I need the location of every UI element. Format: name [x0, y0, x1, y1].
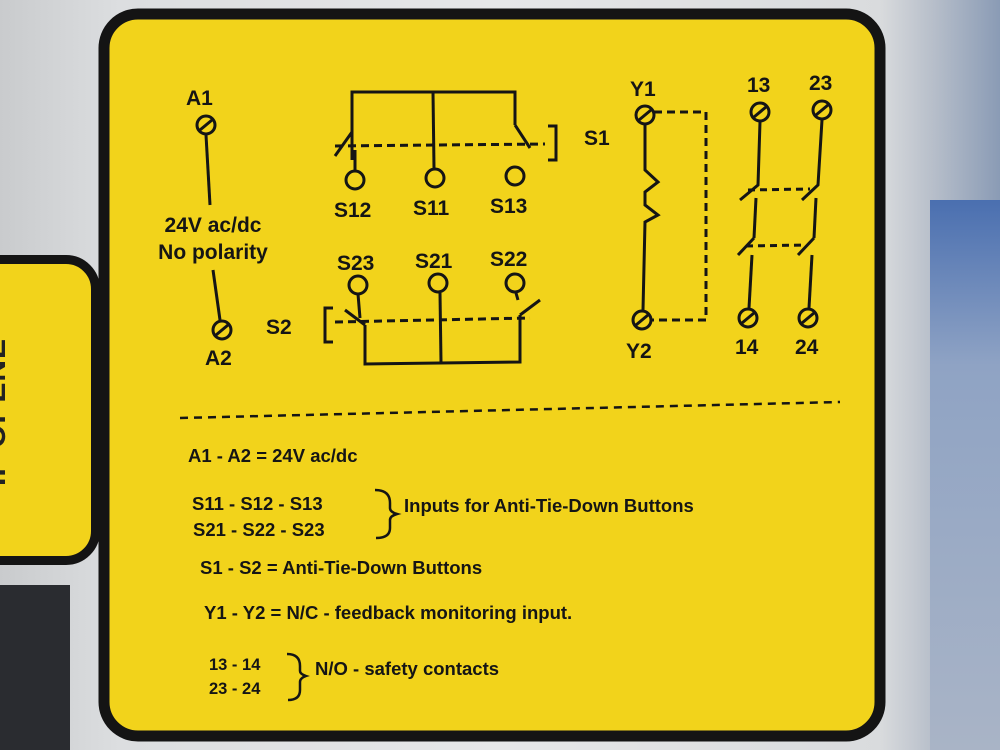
- side-warning-label: [0, 255, 100, 565]
- label-s21: S21: [415, 250, 453, 273]
- label-panel: [98, 8, 886, 742]
- supply-voltage: 24V ac/dc: [165, 214, 262, 237]
- legend-inputs-desc: Inputs for Anti-Tie-Down Buttons: [404, 495, 694, 516]
- legend-supply: A1 - A2 = 24V ac/dc: [188, 445, 358, 466]
- legend-buttons: S1 - S2 = Anti-Tie-Down Buttons: [200, 557, 482, 578]
- diagram-lines: [204, 90, 824, 366]
- label-s11: S11: [413, 197, 450, 220]
- label-s22: S22: [490, 248, 527, 271]
- legend-inputs-a: S11 - S12 - S13: [192, 493, 323, 514]
- label-14: 14: [735, 336, 759, 359]
- label-23: 23: [809, 72, 832, 95]
- label-s1: S1: [584, 127, 610, 150]
- legend-contacts-a: 13 - 14: [209, 656, 261, 674]
- label-13: 13: [747, 74, 770, 97]
- label-y2: Y2: [626, 340, 652, 363]
- label-s23: S23: [337, 252, 374, 275]
- legend-contacts-b: 23 - 24: [209, 680, 261, 698]
- label-a1: A1: [186, 87, 213, 110]
- label-s13: S13: [490, 195, 527, 218]
- legend: A1 - A2 = 24V ac/dc S11 - S12 - S13 S21 …: [188, 445, 694, 702]
- supply-polarity: No polarity: [158, 241, 268, 264]
- section-divider: [179, 400, 841, 420]
- device-housing-dark: [0, 585, 70, 750]
- label-24: 24: [795, 336, 819, 359]
- background-blue: [930, 200, 1000, 750]
- legend-feedback: Y1 - Y2 = N/C - feedback monitoring inpu…: [204, 602, 572, 623]
- label-s12: S12: [334, 199, 371, 222]
- legend-contacts-desc: N/O - safety contacts: [315, 658, 499, 679]
- legend-inputs-b: S21 - S22 - S23: [193, 519, 325, 540]
- label-s2: S2: [266, 316, 292, 339]
- label-y1: Y1: [630, 78, 656, 101]
- label-a2: A2: [205, 347, 232, 370]
